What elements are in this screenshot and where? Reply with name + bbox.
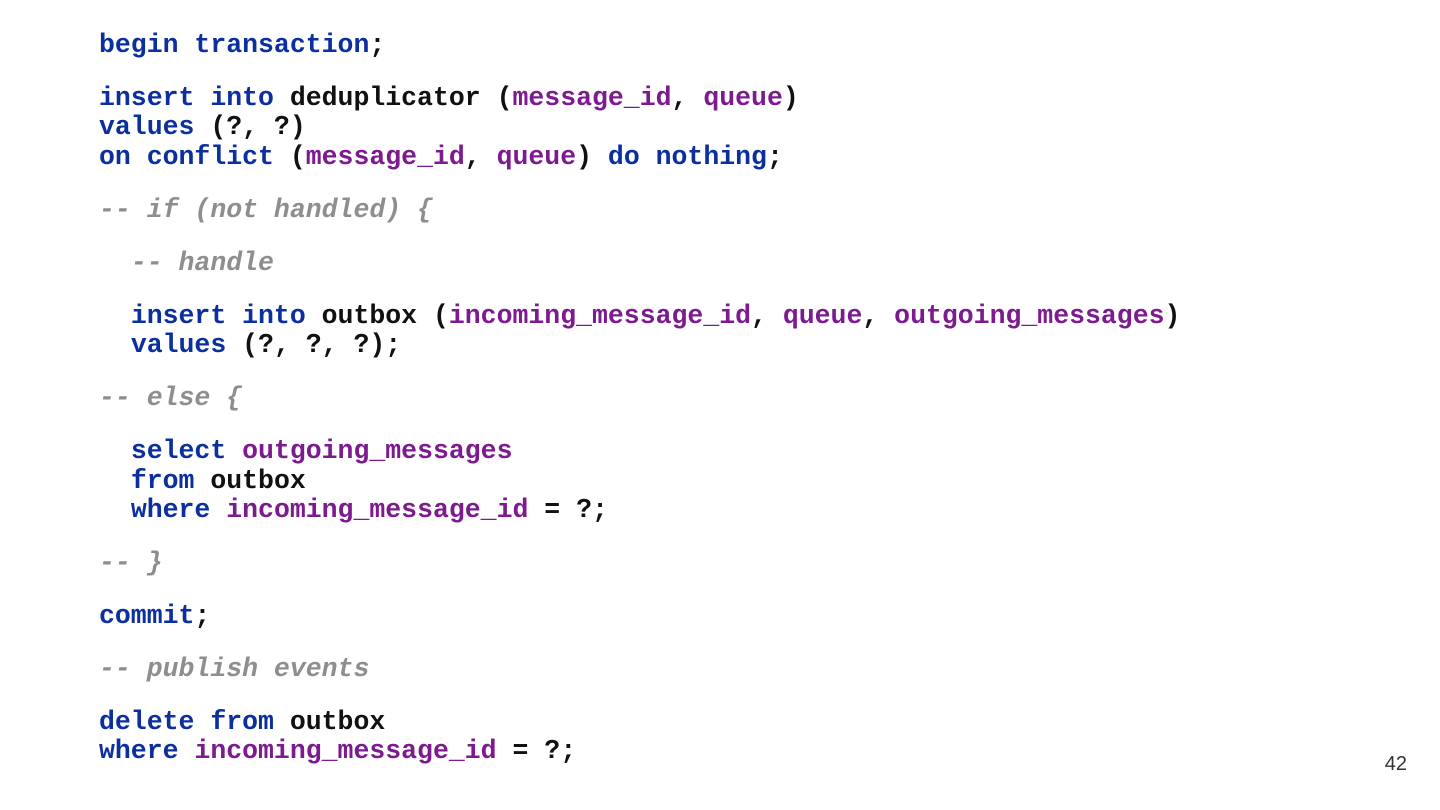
sql-identifier: queue bbox=[703, 82, 783, 113]
sql-text: = ?; bbox=[496, 736, 577, 767]
page-number: 42 bbox=[1384, 753, 1407, 775]
code-indent bbox=[99, 495, 131, 525]
sql-text: (?, ?, ?); bbox=[226, 330, 402, 361]
sql-keyword: insert into bbox=[99, 82, 274, 113]
code-line: -- } bbox=[99, 548, 1180, 579]
sql-identifier: incoming_message_id bbox=[226, 495, 529, 526]
code-line: where incoming_message_id = ?; bbox=[99, 496, 1180, 526]
code-indent bbox=[99, 301, 131, 331]
code-line: delete from outbox bbox=[99, 706, 1180, 738]
code-indent bbox=[99, 248, 131, 278]
sql-text: = ?; bbox=[528, 495, 608, 526]
sql-keyword: values bbox=[99, 112, 195, 143]
code-line: on conflict (message_id, queue) do nothi… bbox=[99, 142, 1180, 173]
sql-text bbox=[226, 436, 242, 466]
blank-line bbox=[99, 173, 1180, 196]
sql-keyword: on conflict bbox=[99, 142, 274, 173]
sql-identifier: outgoing_messages bbox=[242, 436, 513, 467]
code-line: -- if (not handled) { bbox=[99, 194, 1180, 226]
code-indent bbox=[99, 330, 131, 360]
code-line: values (?, ?, ?); bbox=[99, 331, 1180, 361]
sql-text bbox=[210, 495, 226, 525]
sql-text: ; bbox=[369, 30, 386, 60]
sql-comment: -- if (not handled) { bbox=[99, 194, 433, 225]
blank-line bbox=[99, 579, 1180, 602]
sql-comment: -- publish events bbox=[99, 653, 370, 684]
sql-keyword: do nothing bbox=[607, 142, 767, 173]
sql-text: , bbox=[671, 82, 704, 113]
blank-line bbox=[99, 226, 1180, 249]
sql-text: , bbox=[751, 300, 783, 331]
sql-identifier: message_id bbox=[305, 142, 465, 173]
blank-line bbox=[99, 278, 1180, 301]
sql-keyword: insert into bbox=[130, 300, 306, 331]
sql-text: outbox bbox=[194, 465, 306, 496]
sql-identifier: message_id bbox=[512, 82, 672, 113]
code-line: commit; bbox=[99, 601, 1180, 632]
sql-keyword: from bbox=[130, 465, 195, 496]
sql-identifier: incoming_message_id bbox=[194, 736, 497, 767]
code-line: -- handle bbox=[99, 247, 1180, 279]
code-line: -- else { bbox=[99, 383, 1180, 414]
sql-keyword: delete from bbox=[99, 706, 274, 737]
sql-identifier: incoming_message_id bbox=[448, 300, 752, 331]
sql-comment: -- handle bbox=[130, 247, 274, 278]
sql-text: deduplicator ( bbox=[273, 82, 513, 113]
blank-line bbox=[99, 685, 1180, 708]
sql-keyword: values bbox=[130, 330, 227, 361]
sql-identifier: outgoing_messages bbox=[894, 300, 1165, 331]
sql-keyword: begin transaction bbox=[99, 30, 370, 60]
code-indent bbox=[99, 466, 131, 496]
blank-line bbox=[99, 361, 1180, 384]
sql-identifier: queue bbox=[782, 300, 863, 331]
sql-comment: -- else { bbox=[99, 383, 243, 414]
sql-text: ) bbox=[1164, 300, 1181, 331]
sql-text: ; bbox=[766, 142, 783, 173]
sql-keyword: where bbox=[99, 736, 179, 767]
sql-code-block: begin transaction; insert into deduplicat… bbox=[99, 30, 1181, 767]
code-line: values (?, ?) bbox=[99, 113, 1180, 143]
sql-text: , bbox=[862, 300, 895, 331]
blank-line bbox=[99, 632, 1180, 655]
sql-keyword: select bbox=[130, 436, 227, 467]
blank-line bbox=[99, 61, 1180, 84]
code-line: select outgoing_messages bbox=[99, 436, 1180, 467]
sql-text: , bbox=[464, 142, 497, 173]
code-line: insert into outbox (incoming_message_id,… bbox=[99, 300, 1181, 332]
code-line: begin transaction; bbox=[99, 30, 1180, 61]
sql-text bbox=[179, 736, 195, 766]
sql-text: ) bbox=[576, 142, 608, 173]
sql-keyword: where bbox=[130, 495, 211, 526]
code-indent bbox=[99, 436, 131, 466]
sql-text: ) bbox=[782, 82, 799, 113]
sql-text: outbox ( bbox=[305, 300, 449, 331]
code-line: -- publish events bbox=[99, 653, 1180, 685]
blank-line bbox=[99, 526, 1180, 549]
sql-text: ; bbox=[194, 601, 211, 632]
code-line: where incoming_message_id = ?; bbox=[99, 737, 1180, 767]
sql-identifier: queue bbox=[496, 142, 577, 173]
sql-text: ( bbox=[273, 142, 306, 173]
sql-keyword: commit bbox=[99, 601, 195, 632]
sql-text: outbox bbox=[273, 706, 386, 737]
sql-text: (?, ?) bbox=[194, 112, 306, 143]
blank-line bbox=[99, 414, 1180, 437]
code-line: from outbox bbox=[99, 465, 1180, 497]
sql-comment: -- } bbox=[99, 548, 163, 579]
code-line: insert into deduplicator (message_id, qu… bbox=[99, 82, 1180, 114]
